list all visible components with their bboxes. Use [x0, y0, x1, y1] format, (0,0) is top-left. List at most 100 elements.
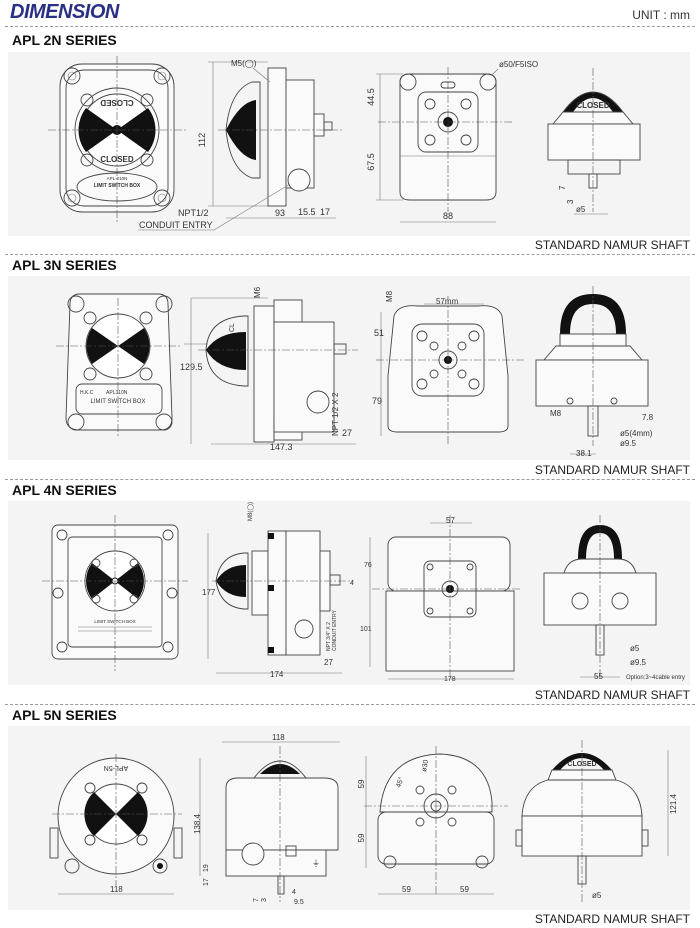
dim-93: 93	[275, 208, 285, 218]
dim-76: 76	[364, 562, 372, 569]
dim-phi5: ø5(4mm)	[620, 429, 653, 438]
dim-7: 7	[253, 898, 260, 902]
dim-177: 177	[202, 588, 216, 597]
dim-7: 7	[558, 185, 567, 190]
divider	[5, 254, 695, 255]
dim-7-8: 7.8	[642, 413, 654, 422]
top-view: 59 59 45° ø30 59 59	[357, 746, 508, 895]
shaft-view: CLOSED 121.4 ø5	[515, 740, 678, 902]
dim-9-5: 9.5	[294, 899, 304, 906]
unit-label: UNIT : mm	[632, 8, 690, 22]
page-title: DIMENSION	[10, 1, 119, 23]
drawing-panel-apl-3n: H.K.C APL310N LIMIT SWITCH BOX 129.5 CL …	[8, 276, 690, 460]
dim-38-1: 38.1	[576, 449, 592, 458]
dim-15-5: 15.5	[298, 207, 316, 217]
dim-phi9-5: ø9.5	[620, 439, 637, 448]
dim-59-right: 59	[460, 885, 469, 894]
plate-title: LIMIT SWITCH BOX	[94, 183, 141, 189]
drawing-panel-apl-4n: LIMIT SWITCH BOX 177 M8(◯) 4 NPT 3/4" X …	[8, 501, 690, 685]
option-note: Option:3~4cable entry	[626, 675, 685, 681]
section-title-apl-3n: APL 3N SERIES	[12, 257, 117, 273]
dim-27: 27	[324, 658, 333, 667]
dim-51: 51	[374, 328, 384, 338]
drawing-panel-apl-2n: CLOSED CLOSED APL-210N LIMIT SWITCH BOX …	[8, 52, 690, 236]
dim-m8: M8	[385, 290, 394, 302]
footer-note-apl-3n: STANDARD NAMUR SHAFT	[534, 463, 690, 477]
dim-118-side: 118	[272, 733, 285, 742]
cl-label: CL	[229, 323, 236, 332]
dim-17: 17	[320, 207, 330, 217]
dim-phi9-5: ø9.5	[630, 658, 647, 667]
divider	[5, 479, 695, 480]
dim-138-4: 138.4	[193, 813, 202, 834]
section-title-apl-2n: APL 2N SERIES	[12, 32, 117, 48]
dim-phi5: ø5	[630, 644, 640, 653]
dim-3: 3	[261, 898, 268, 902]
dim-17: 17	[203, 878, 210, 886]
drawing-apl-3n: H.K.C APL310N LIMIT SWITCH BOX 129.5 CL …	[56, 286, 654, 458]
dim-59-left: 59	[402, 885, 411, 894]
dim-88: 88	[443, 211, 453, 221]
shaft-view: CLOSED 7 3 ø5	[547, 68, 641, 215]
shaft-view: M8 7.8 ø5(4mm) ø9.5 38.1	[535, 286, 654, 458]
dim-4: 4	[292, 889, 296, 896]
footer-note-apl-2n: STANDARD NAMUR SHAFT	[534, 238, 690, 252]
shaft-view: ø5 ø9.5 55 Option:3~4cable entry	[543, 515, 685, 681]
divider	[5, 26, 695, 27]
dim-178: 178	[444, 676, 456, 683]
front-view: APL-5N 118	[49, 754, 183, 895]
top-view: M8 57mm 51 79	[372, 290, 524, 446]
dim-44-5: 44.5	[366, 88, 376, 106]
side-view: 118 138.4 19 17 7 3 4 9.5 ⏚	[193, 733, 340, 906]
dim-79: 79	[372, 396, 382, 406]
dim-67-5: 67.5	[366, 153, 376, 171]
dim-phi5: ø5	[576, 205, 586, 214]
dim-3: 3	[566, 199, 575, 204]
side-view: 177 M8(◯) 4 NPT 3/4" X 2 CONDUIT ENTRY 1…	[202, 502, 354, 679]
dim-118-front: 118	[110, 885, 123, 894]
dim-iso: ø50/F5ISO	[499, 60, 538, 69]
plate-title: LIMIT SWITCH BOX	[94, 619, 135, 624]
dim-59-upper: 59	[357, 779, 366, 788]
section-title-apl-5n: APL 5N SERIES	[12, 707, 117, 723]
dim-57mm: 57mm	[436, 297, 459, 306]
side-view: 129.5 CL M6 NPT 1/2 X 2 147.3 27	[180, 286, 358, 452]
drawing-apl-2n: CLOSED CLOSED APL-210N LIMIT SWITCH BOX …	[48, 56, 641, 231]
top-view: ø50/F5ISO 44.5 67.5 88	[366, 60, 538, 223]
dim-174: 174	[270, 670, 284, 679]
footer-note-apl-4n: STANDARD NAMUR SHAFT	[534, 688, 690, 702]
plate-brand: H.K.C	[80, 390, 94, 396]
ground-icon: ⏚	[312, 859, 320, 868]
section-title-apl-4n: APL 4N SERIES	[12, 482, 117, 498]
dim-55: 55	[594, 672, 603, 681]
dim-147-3: 147.3	[270, 442, 293, 452]
dim-121-4: 121.4	[669, 793, 678, 814]
dim-phi30: ø30	[421, 759, 430, 772]
front-view: CLOSED CLOSED APL-210N LIMIT SWITCH BOX	[48, 56, 186, 224]
npt-label: NPT1/2	[178, 208, 209, 218]
dim-19: 19	[203, 864, 210, 872]
npt-label: NPT 3/4" X 2	[326, 622, 332, 651]
closed-label-shaft-view: CLOSED	[576, 101, 610, 110]
conduit-entry-label: CONDUIT ENTRY	[332, 609, 338, 651]
dim-101: 101	[360, 626, 372, 633]
dim-m8: M8(◯)	[247, 502, 254, 521]
drawing-panel-apl-5n: APL-5N 118 118 138.4 19 17 7 3 4 9.5 ⏚	[8, 726, 690, 910]
dim-27: 27	[342, 428, 352, 438]
dim-m5: M5(◯)	[231, 59, 257, 68]
npt-label: NPT 1/2 X 2	[331, 392, 340, 436]
dim-phi5: ø5	[592, 891, 602, 900]
dim-45deg: 45°	[394, 776, 405, 789]
drawing-apl-5n: APL-5N 118 118 138.4 19 17 7 3 4 9.5 ⏚	[49, 733, 678, 906]
conduit-entry-label: CONDUIT ENTRY	[139, 220, 213, 230]
side-view: 112 M5(◯) NPT1/2 CONDUIT ENTRY 93 15.5 1…	[138, 59, 343, 231]
dim-112: 112	[197, 133, 207, 147]
footer-note-apl-5n: STANDARD NAMUR SHAFT	[534, 912, 690, 926]
top-view: 57 76 101 178	[360, 515, 520, 683]
front-view: H.K.C APL310N LIMIT SWITCH BOX	[56, 293, 182, 436]
dim-m8-base: M8	[550, 409, 562, 418]
model-label-inverted: APL-5N	[104, 764, 129, 771]
drawing-apl-4n: LIMIT SWITCH BOX 177 M8(◯) 4 NPT 3/4" X …	[42, 502, 685, 683]
dim-m6: M6	[253, 286, 262, 298]
divider	[5, 704, 695, 705]
